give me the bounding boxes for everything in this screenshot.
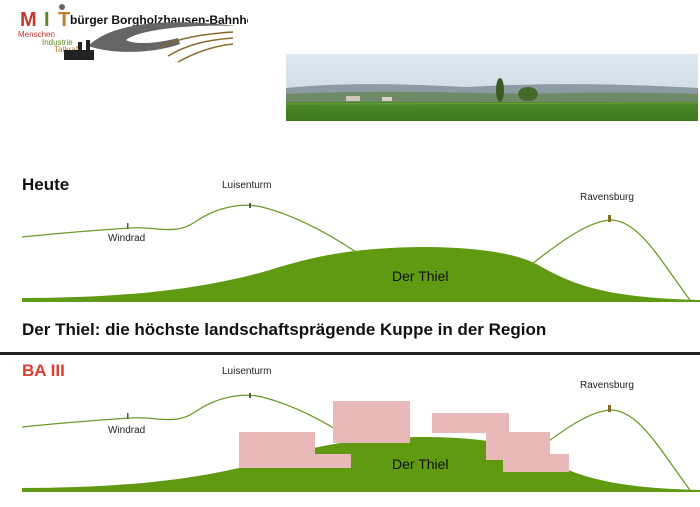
label-ravensburg: Ravensburg	[580, 380, 634, 391]
label-ravensburg: Ravensburg	[580, 192, 634, 203]
label-windrad: Windrad	[108, 425, 146, 436]
logo-word-menschen: Menschen	[18, 30, 55, 39]
windrad-marker	[127, 413, 129, 419]
building-block-3	[333, 401, 410, 443]
building-block-4	[432, 413, 509, 433]
logo: M I T bürger Borgholzhausen-Bahnhof Mens…	[18, 4, 248, 66]
bird-icon	[59, 4, 65, 10]
logo-letter-m: M	[20, 9, 37, 31]
label-der-thiel: Der Thiel	[392, 268, 449, 284]
ridge-line	[21, 394, 357, 443]
label-der-thiel: Der Thiel	[392, 456, 449, 472]
landscape-photo	[286, 54, 698, 121]
ravensburg-marker	[608, 215, 611, 222]
ridge-line-right	[531, 219, 691, 301]
tree-icon	[496, 78, 504, 102]
logo-word-tatkraft: Tatkraft	[54, 45, 81, 54]
heading-heute: Heute	[22, 175, 70, 194]
page-title: Der Thiel: die höchste landschaftsprägen…	[22, 320, 547, 339]
label-luisenturm: Luisenturm	[222, 366, 272, 377]
label-windrad: Windrad	[108, 233, 146, 244]
logo-word-industrie: Industrie	[42, 38, 73, 47]
building-block-1	[239, 432, 315, 468]
ridge-line	[21, 204, 357, 253]
thiel-hill	[22, 247, 700, 302]
luisenturm-marker	[249, 393, 251, 398]
label-luisenturm: Luisenturm	[222, 180, 272, 191]
heading-ba-iii: BA III	[22, 361, 65, 380]
factory-icon	[64, 40, 94, 60]
thiel-hill	[22, 437, 700, 492]
windrad-marker	[127, 223, 129, 229]
logo-letter-t: T	[58, 9, 70, 31]
building-block-2	[315, 454, 351, 468]
logo-letter-i: I	[44, 9, 50, 31]
road-swoosh-icon	[88, 22, 236, 52]
luisenturm-marker	[249, 203, 251, 208]
ravensburg-marker	[608, 405, 611, 412]
ridge-line-right	[531, 409, 691, 491]
divider	[0, 352, 700, 355]
building-block-6	[503, 454, 569, 472]
profile-ba-iii	[21, 393, 700, 492]
profile-heute	[21, 203, 700, 302]
